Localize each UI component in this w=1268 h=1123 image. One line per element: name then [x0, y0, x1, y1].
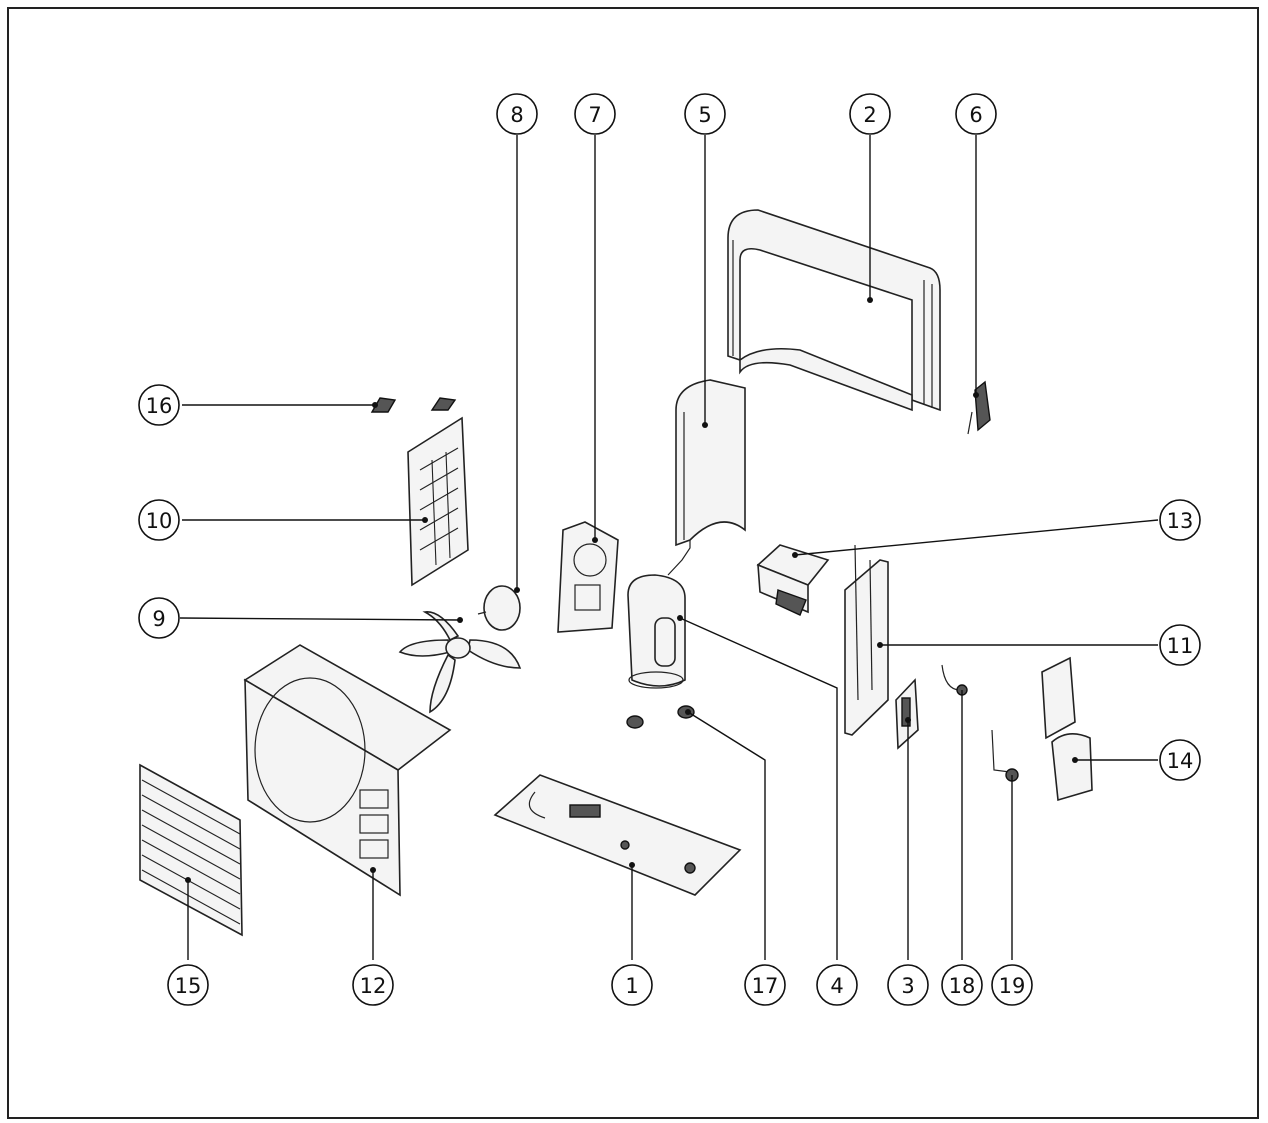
svg-text:18: 18	[949, 974, 976, 998]
part-front-panel	[243, 644, 452, 897]
svg-text:7: 7	[588, 103, 601, 127]
part-partition-plate	[675, 379, 746, 547]
callout-11: 11	[1159, 624, 1201, 666]
part-fan-motor	[477, 585, 521, 631]
svg-text:15: 15	[175, 974, 202, 998]
part-base-plate	[493, 774, 742, 896]
svg-text:19: 19	[999, 974, 1026, 998]
svg-text:6: 6	[969, 103, 982, 127]
svg-text:16: 16	[146, 394, 173, 418]
part-motor-bracket	[557, 521, 619, 633]
endpoint-5	[702, 422, 708, 428]
endpoint-3	[905, 717, 911, 723]
callout-18: 18	[941, 964, 983, 1006]
svg-text:14: 14	[1167, 749, 1194, 773]
svg-text:2: 2	[863, 103, 876, 127]
part-compressor	[627, 540, 691, 689]
callout-12: 12	[352, 964, 394, 1006]
endpoint-9	[457, 617, 463, 623]
endpoint-4	[677, 615, 683, 621]
part-axial-fan	[398, 611, 522, 714]
callout-16: 16	[138, 384, 180, 426]
svg-text:1: 1	[625, 974, 638, 998]
part-valve-large	[991, 729, 1019, 782]
leader-9	[179, 617, 461, 621]
endpoint-16	[372, 402, 378, 408]
svg-text:17: 17	[752, 974, 779, 998]
callouts: 1 2 3 4 5 6 7 8 9 10 11 12 13 14 15 16 1…	[138, 93, 1201, 1006]
endpoint-1	[629, 862, 635, 868]
endpoint-7	[592, 537, 598, 543]
callout-5: 5	[684, 93, 726, 135]
callout-10: 10	[138, 499, 180, 541]
callout-19: 19	[991, 964, 1033, 1006]
part-condenser-coil	[727, 209, 941, 412]
callout-14: 14	[1159, 739, 1201, 781]
svg-text:9: 9	[152, 607, 165, 631]
part-clips	[370, 397, 457, 413]
endpoint-8	[514, 587, 520, 593]
part-valve-bracket	[967, 380, 991, 435]
part-valve-cover	[1041, 656, 1093, 802]
endpoint-10	[422, 517, 428, 523]
svg-text:4: 4	[830, 974, 843, 998]
leader-13	[794, 519, 1159, 556]
svg-text:10: 10	[146, 509, 173, 533]
part-electric-box	[756, 544, 830, 616]
svg-text:8: 8	[510, 103, 523, 127]
leader-4	[679, 617, 838, 960]
svg-text:3: 3	[901, 974, 914, 998]
part-right-side-plate	[844, 544, 889, 736]
callout-3: 3	[887, 964, 929, 1006]
callout-1: 1	[611, 964, 653, 1006]
callout-4: 4	[816, 964, 858, 1006]
endpoint-13	[792, 552, 798, 558]
endpoint-15	[185, 877, 191, 883]
svg-text:11: 11	[1167, 634, 1194, 658]
callout-8: 8	[496, 93, 538, 135]
endpoint-12	[370, 867, 376, 873]
leader-17	[687, 711, 766, 960]
part-terminal-board	[895, 678, 919, 750]
endpoint-2	[867, 297, 873, 303]
svg-text:12: 12	[360, 974, 387, 998]
leader-endpoints	[185, 297, 1078, 883]
callout-17: 17	[744, 964, 786, 1006]
endpoint-17	[685, 709, 691, 715]
callout-13: 13	[1159, 499, 1201, 541]
callout-7: 7	[574, 93, 616, 135]
callout-6: 6	[955, 93, 997, 135]
part-rear-grille	[407, 416, 469, 587]
endpoint-14	[1072, 757, 1078, 763]
part-valve-small	[941, 664, 968, 696]
leader-lines	[179, 135, 1159, 960]
callout-2: 2	[849, 93, 891, 135]
endpoint-11	[877, 642, 883, 648]
part-front-grille	[139, 763, 243, 937]
svg-text:5: 5	[698, 103, 711, 127]
callout-15: 15	[167, 964, 209, 1006]
diagram-frame	[7, 7, 1259, 1119]
endpoint-6	[973, 392, 979, 398]
svg-text:13: 13	[1167, 509, 1194, 533]
part-rubber-feet	[626, 705, 695, 729]
callout-9: 9	[138, 597, 180, 639]
